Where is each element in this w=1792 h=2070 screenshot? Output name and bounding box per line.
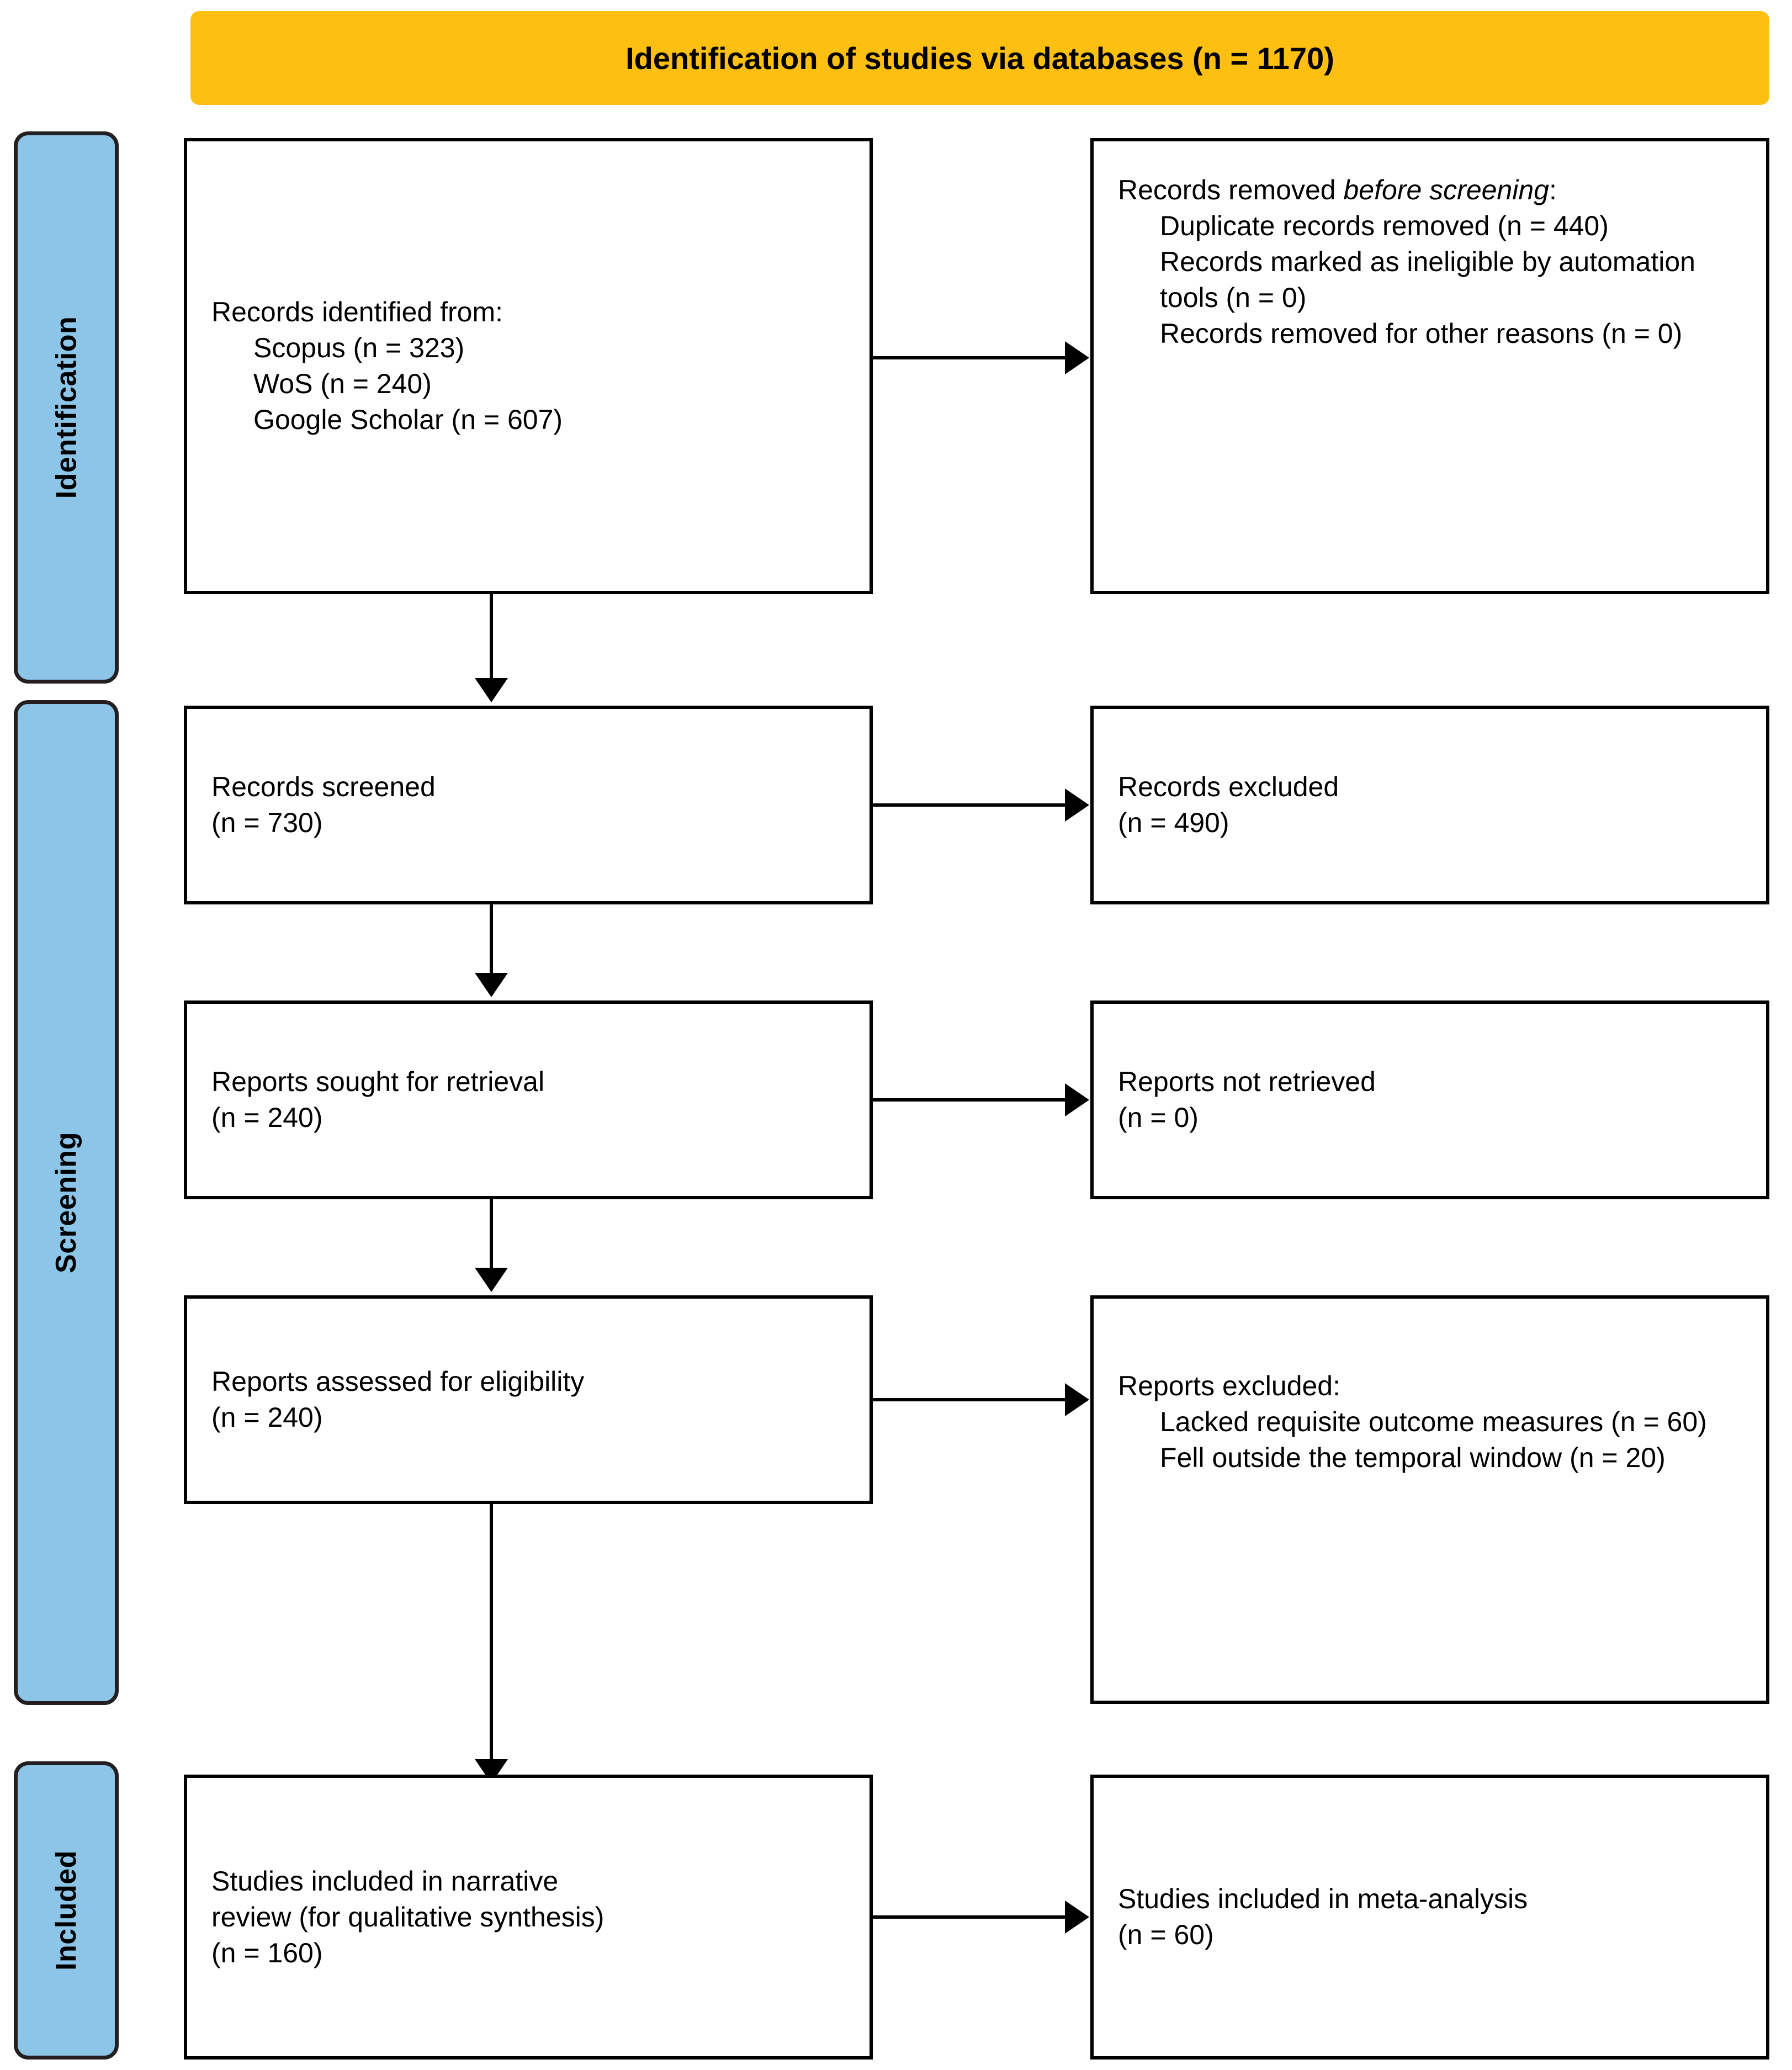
arrowhead-sought-to-not-retrieved: [1065, 1083, 1089, 1116]
connector-narrative-to-meta: [873, 1915, 1066, 1919]
phase-bar-screening: Screening: [14, 700, 119, 1705]
box-reports-excluded: Reports excluded: Lacked requisite outco…: [1090, 1295, 1769, 1704]
records-removed-item-duplicates: Duplicate records removed (n = 440): [1160, 210, 1609, 241]
box-records-removed: Records removed before screening: Duplic…: [1090, 138, 1769, 594]
records-identified-item-scopus: Scopus (n = 323): [253, 332, 465, 363]
records-removed-heading-plain: Records removed: [1118, 174, 1344, 205]
records-removed-item-automation: Records marked as ineligible by automati…: [1160, 246, 1703, 313]
connector-assessed-to-excluded: [873, 1398, 1066, 1401]
reports-not-retrieved-line1: Reports not retrieved: [1118, 1066, 1376, 1097]
records-identified-heading: Records identified from:: [211, 297, 503, 327]
box-records-excluded: Records excluded (n = 490): [1090, 706, 1769, 904]
phase-bar-included: Included: [14, 1761, 119, 2060]
studies-meta-line2: (n = 60): [1118, 1919, 1214, 1950]
connector-sought-to-not-retrieved: [873, 1098, 1066, 1102]
studies-meta-line1: Studies included in meta-analysis: [1118, 1883, 1528, 1914]
header-banner-title: Identification of studies via databases …: [625, 40, 1334, 76]
records-screened-line2: (n = 730): [211, 807, 323, 838]
reports-assessed-line2: (n = 240): [211, 1402, 323, 1433]
records-excluded-line1: Records excluded: [1118, 771, 1339, 802]
arrowhead-identified-to-removed: [1065, 341, 1089, 374]
studies-narrative-line3: (n = 160): [211, 1937, 323, 1968]
reports-excluded-heading: Reports excluded:: [1118, 1370, 1341, 1401]
header-banner-identification: Identification of studies via databases …: [190, 11, 1769, 105]
box-reports-sought: Reports sought for retrieval (n = 240): [184, 1000, 873, 1199]
reports-not-retrieved-line2: (n = 0): [1118, 1102, 1199, 1133]
records-removed-item-other: Records removed for other reasons (n = 0…: [1160, 318, 1683, 349]
arrowhead-sought-to-assessed: [475, 1268, 508, 1292]
records-excluded-line2: (n = 490): [1118, 807, 1229, 838]
studies-narrative-line1: Studies included in narrative: [211, 1865, 559, 1897]
records-identified-item-google-scholar: Google Scholar (n = 607): [253, 404, 563, 435]
box-reports-assessed: Reports assessed for eligibility (n = 24…: [184, 1295, 873, 1504]
reports-excluded-item-outcome: Lacked requisite outcome measures (n = 6…: [1160, 1406, 1707, 1437]
connector-screened-to-excluded: [873, 803, 1066, 807]
box-studies-narrative: Studies included in narrative review (fo…: [184, 1775, 873, 2060]
records-screened-line1: Records screened: [211, 771, 436, 802]
reports-sought-line2: (n = 240): [211, 1102, 323, 1133]
records-removed-heading-suffix: :: [1549, 174, 1557, 205]
box-studies-meta: Studies included in meta-analysis (n = 6…: [1090, 1775, 1769, 2060]
reports-excluded-item-temporal: Fell outside the temporal window (n = 20…: [1160, 1442, 1666, 1473]
box-reports-not-retrieved: Reports not retrieved (n = 0): [1090, 1000, 1769, 1199]
studies-narrative-line2: review (for qualitative synthesis): [211, 1901, 605, 1933]
connector-identified-to-screened: [490, 594, 493, 680]
arrowhead-screened-to-sought: [475, 973, 508, 997]
arrowhead-identified-to-screened: [475, 678, 508, 702]
phase-label-identification: Identification: [50, 316, 82, 499]
arrowhead-narrative-to-meta: [1065, 1900, 1089, 1934]
connector-identified-to-removed: [873, 356, 1066, 359]
box-records-identified: Records identified from: Scopus (n = 323…: [184, 138, 873, 594]
records-removed-heading-italic: before screening: [1343, 174, 1549, 205]
phase-label-screening: Screening: [50, 1132, 83, 1273]
connector-sought-to-assessed: [490, 1199, 493, 1270]
reports-assessed-line1: Reports assessed for eligibility: [211, 1366, 585, 1397]
reports-sought-line1: Reports sought for retrieval: [211, 1066, 545, 1097]
records-identified-item-wos: WoS (n = 240): [253, 368, 432, 399]
arrowhead-screened-to-excluded: [1065, 788, 1089, 822]
arrowhead-assessed-to-excluded: [1065, 1383, 1089, 1416]
box-records-screened: Records screened (n = 730): [184, 706, 873, 904]
phase-bar-identification: Identification: [14, 131, 119, 684]
records-removed-heading: Records removed before screening:: [1118, 172, 1742, 208]
connector-assessed-to-included: [490, 1504, 493, 1764]
phase-label-included: Included: [50, 1850, 83, 1971]
connector-screened-to-sought: [490, 904, 493, 975]
